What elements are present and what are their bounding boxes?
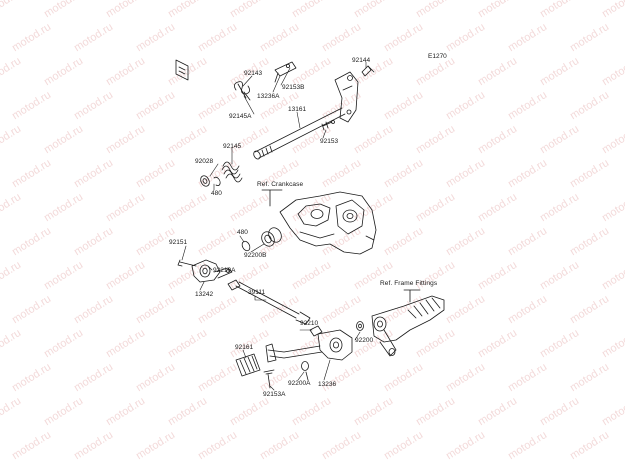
shift-lever-13242 [191,259,233,283]
nut-92210 [309,325,323,337]
part-label-92153b[interactable]: 92153B [282,84,305,91]
part-label-92161[interactable]: 92161 [235,344,254,351]
gear-shift-shaft [253,71,359,160]
washer-92200a [301,361,309,381]
leader-lines [181,61,367,391]
part-label-13242[interactable]: 13242 [195,291,214,298]
part-label-92210a[interactable]: 92210A [213,267,236,274]
part-label-92200a[interactable]: 92200A [288,380,311,387]
part-label-92028[interactable]: 92028 [195,158,214,165]
crankcase-ref-bracket [261,189,283,207]
part-label-92143[interactable]: 92143 [244,70,263,77]
part-label-92145a[interactable]: 92145A [229,113,252,120]
lever-13236a [274,61,297,83]
washer-92200 [356,321,364,331]
tie-rod-39111 [227,279,311,325]
scissors-icon [175,59,189,81]
part-label-39111[interactable]: 39111 [248,289,266,296]
part-label-13236[interactable]: 13236 [318,381,337,388]
part-label-92153a[interactable]: 92153A [263,391,286,398]
spring-clip-92144 [361,65,375,77]
bolt-92153 [321,120,335,131]
part-label-92200[interactable]: 92200 [355,337,374,344]
circlip-480-upper [213,176,221,186]
ref-frame-fittings-label: Ref. Frame Fittings [380,280,438,287]
diagram-code-label: E1270 [428,53,447,60]
bolt-92153a [263,369,275,389]
part-label-92153[interactable]: 92153 [320,138,339,145]
coil-spring-92145 [221,161,243,183]
pedal-rubber-92161 [235,353,261,377]
part-label-13236a[interactable]: 13236A [257,93,280,100]
part-label-480-upper[interactable]: 480 [211,190,222,197]
circlip-480-lower [241,240,251,252]
return-spring-92143 [234,81,251,101]
part-label-92144[interactable]: 92144 [352,57,371,64]
ref-crankcase-label: Ref. Crankcase [257,181,304,188]
washer-92028 [200,175,210,187]
crankcase-outline [279,191,377,255]
frame-fittings-ref-bracket [403,289,421,303]
part-label-92200b[interactable]: 92200B [244,252,267,259]
part-label-92145[interactable]: 92145 [223,143,242,150]
shift-pedal [265,329,353,363]
part-label-92210[interactable]: 92210 [300,320,319,327]
oil-seal-92200b [261,227,282,247]
part-label-13161[interactable]: 13161 [288,106,307,113]
part-label-480-lower[interactable]: 480 [237,229,248,236]
part-label-92151[interactable]: 92151 [169,239,188,246]
frame-fittings-outline [371,295,445,357]
